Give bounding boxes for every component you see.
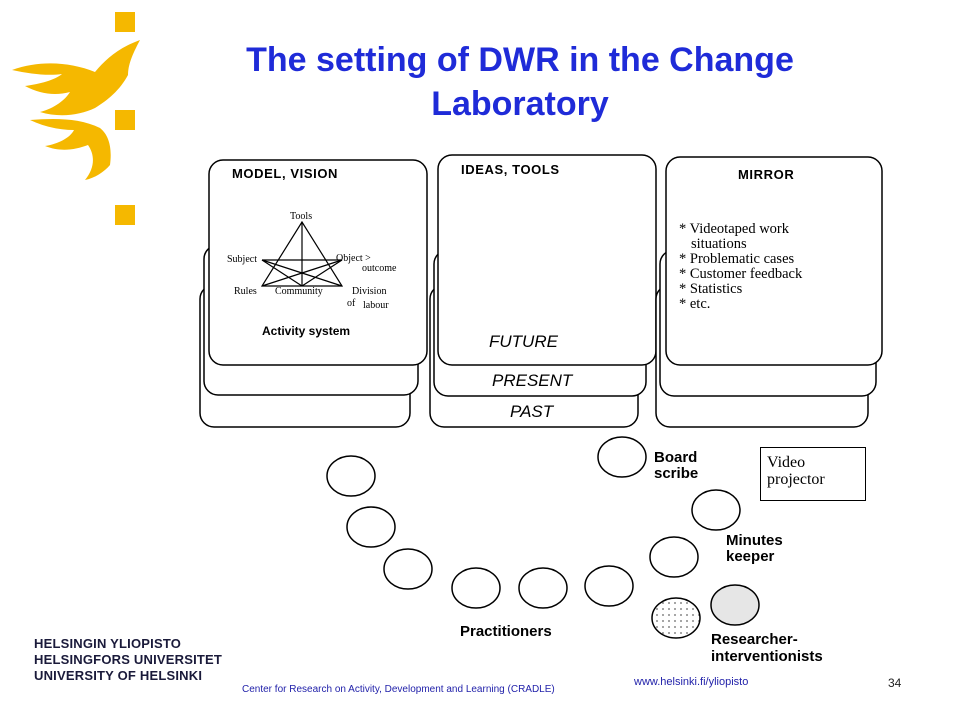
ideas-heading: IDEAS, TOOLS	[461, 162, 560, 177]
participant-7	[649, 536, 699, 578]
minutes-keeper-label-1: Minutes	[726, 532, 783, 549]
university-logo	[12, 12, 140, 225]
video-label-1: Video	[767, 454, 806, 471]
participant-1	[326, 455, 376, 497]
mirror-item-2: situations	[691, 236, 747, 252]
researcher-grey	[710, 584, 760, 626]
mirror-heading: MIRROR	[738, 167, 794, 182]
tri-subject: Subject	[227, 254, 257, 265]
slide-title: The setting of DWR in the Change Laborat…	[150, 38, 890, 126]
activity-system-caption: Activity system	[262, 324, 350, 338]
tri-labour: labour	[363, 300, 389, 311]
model-future-panel	[208, 159, 428, 366]
tri-community: Community	[275, 286, 323, 297]
participant-6	[584, 565, 634, 607]
future-label: FUTURE	[489, 332, 559, 351]
mirror-item-1: * Videotaped work	[679, 221, 790, 237]
mirror-item-6: * etc.	[679, 296, 710, 312]
university-url[interactable]: www.helsinki.fi/yliopisto	[634, 676, 749, 688]
page-number: 34	[888, 676, 902, 690]
tri-rules: Rules	[234, 286, 257, 297]
participant-2	[346, 506, 396, 548]
participant-board-scribe	[597, 436, 647, 478]
participant-4	[451, 567, 501, 609]
board-scribe-label-2: scribe	[654, 465, 698, 482]
researcher-dotted	[651, 597, 701, 639]
tri-of: of	[347, 298, 356, 309]
logo-flame-lower	[30, 118, 111, 180]
practitioners-label: Practitioners	[460, 623, 552, 640]
tri-division: Division	[352, 286, 386, 297]
title-line-2: Laboratory	[431, 85, 609, 123]
participant-3	[383, 548, 433, 590]
video-projector-box: Video projector	[760, 447, 866, 501]
tri-object: Object >	[336, 253, 371, 264]
model-heading: MODEL, VISION	[232, 166, 338, 181]
participant-5	[518, 567, 568, 609]
researcher-label-2: interventionists	[711, 648, 823, 665]
university-name-block: HELSINGIN YLIOPISTO HELSINGFORS UNIVERSI…	[34, 636, 222, 684]
logo-flame	[12, 40, 140, 116]
video-label-2: projector	[767, 471, 825, 488]
logo-square-top	[115, 12, 135, 32]
researcher-label-1: Researcher-	[711, 631, 798, 648]
ideas-future-panel	[437, 154, 657, 366]
uni-name-fi: HELSINGIN YLIOPISTO	[34, 636, 182, 651]
uni-name-sv: HELSINGFORS UNIVERSITET	[34, 652, 223, 667]
uni-name-en: UNIVERSITY OF HELSINKI	[34, 668, 203, 683]
mirror-item-4: * Customer feedback	[679, 266, 803, 282]
minutes-keeper-label-2: keeper	[726, 548, 775, 565]
title-line-1: The setting of DWR in the Change	[246, 41, 794, 79]
activity-system-triangle	[260, 220, 344, 287]
board-scribe-label-1: Board	[654, 449, 697, 466]
present-label: PRESENT	[492, 371, 574, 390]
past-label: PAST	[510, 402, 555, 421]
mirror-item-5: * Statistics	[679, 281, 743, 297]
center-name: Center for Research on Activity, Develop…	[242, 684, 555, 695]
logo-square-mid	[115, 110, 135, 130]
participant-minutes-keeper	[691, 489, 741, 531]
tri-tools: Tools	[290, 211, 312, 222]
logo-square-bottom	[115, 205, 135, 225]
mirror-item-3: * Problematic cases	[679, 251, 795, 267]
tri-outcome: outcome	[362, 263, 397, 274]
mirror-future-panel	[665, 156, 883, 366]
